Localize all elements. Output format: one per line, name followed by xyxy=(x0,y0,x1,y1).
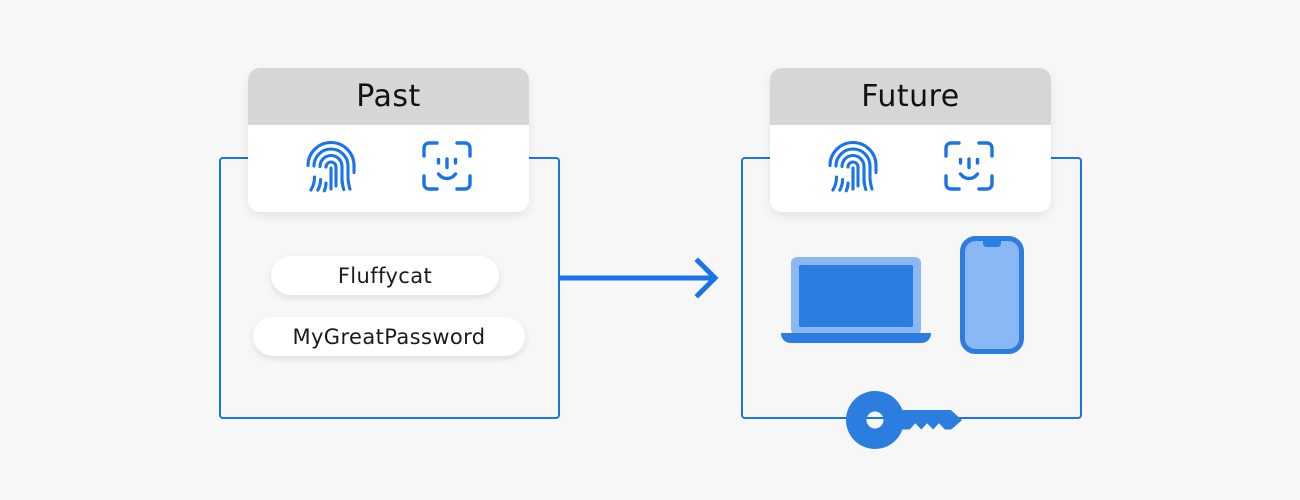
password-value: Fluffycat xyxy=(337,263,433,288)
face-id-icon xyxy=(420,139,474,198)
future-card: Future xyxy=(770,68,1051,212)
past-card-title: Past xyxy=(356,79,421,114)
future-card-header: Future xyxy=(770,68,1051,125)
face-id-icon xyxy=(942,139,996,198)
fingerprint-icon xyxy=(826,138,880,199)
smartphone-icon xyxy=(960,236,1024,359)
past-card-body xyxy=(248,125,529,212)
future-card-body xyxy=(770,125,1051,212)
password-pill: MyGreatPassword xyxy=(253,317,525,356)
future-card-title: Future xyxy=(861,79,960,114)
laptop-icon xyxy=(779,255,933,350)
fingerprint-icon xyxy=(304,138,358,199)
password-pill: Fluffycat xyxy=(271,256,499,295)
password-value: MyGreatPassword xyxy=(292,324,486,349)
past-card: Past xyxy=(248,68,529,212)
arrow-right-icon xyxy=(555,255,724,306)
key-icon xyxy=(846,390,968,454)
past-card-header: Past xyxy=(248,68,529,125)
